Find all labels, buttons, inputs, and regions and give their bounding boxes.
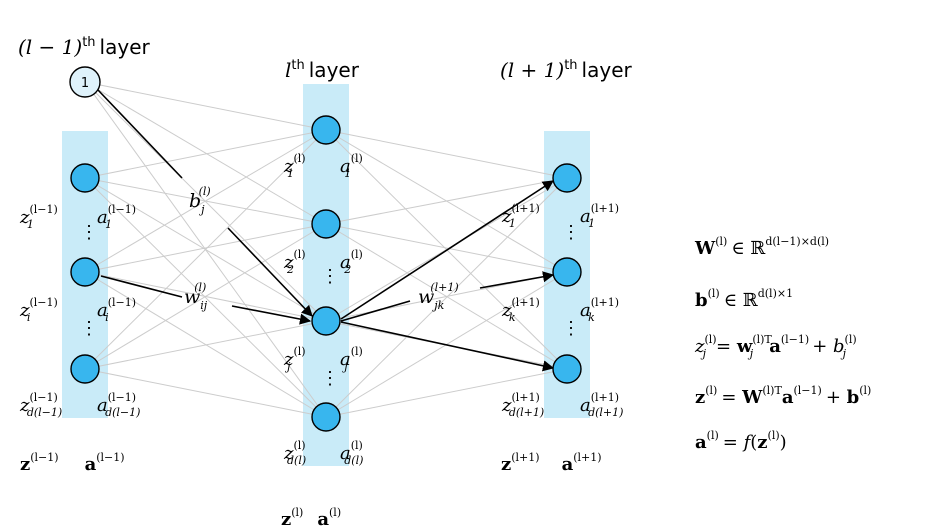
right-neuron-d [552, 354, 582, 384]
faint-edge-l1-m1 [84, 223, 327, 273]
middle-neuron-2 [311, 209, 341, 239]
highlighted-connections [97, 89, 555, 372]
faint-edge-l2-m2 [84, 320, 327, 370]
equation-z-vector: z(l)= W(l)Ta(l−1)+ b(l) [695, 384, 871, 408]
neurons [69, 66, 582, 432]
middle-a-label-2: a(l)j [340, 345, 363, 373]
left-neuron-i [70, 257, 100, 287]
weight-jk-edge-3 [340, 321, 555, 372]
faint-edge-l0-m0 [84, 129, 327, 179]
right-neuron-k [552, 257, 582, 287]
middle-neuron-j [311, 306, 341, 336]
middle-a-label-3: a(l)d(l) [340, 439, 363, 467]
faint-edge-m3-r2 [325, 368, 568, 418]
middle-vector-labels: z(l)a(l) [281, 506, 341, 530]
left-neuron-d [70, 354, 100, 384]
left-vector-labels: z(l−1)a(l−1) [20, 451, 125, 475]
left-vdots-upper: ⋮ [80, 222, 98, 243]
middle-neuron-d [311, 402, 341, 432]
right-vdots-lower: ⋮ [562, 318, 580, 339]
left-neuron-1 [70, 163, 100, 193]
weight-ij-edge-right [231, 305, 312, 325]
equation-activation: a(l)= f(z(l)) [695, 429, 787, 453]
weight-jk-edge-1 [340, 180, 554, 320]
right-z-label-1: z(l+1)k [501, 296, 540, 324]
middle-vdots-lower: ⋮ [321, 368, 339, 389]
faint-edge-m0-r0 [325, 129, 568, 179]
weight-ij-label: wij(l) [184, 281, 208, 312]
right-vector-labels: z(l+1)a(l+1) [501, 451, 602, 475]
faint-edge-m1-r1 [325, 223, 568, 273]
bias-edge-top [97, 89, 183, 179]
middle-z-label-3: z(l)d(l) [283, 439, 306, 467]
faint-edge-m1-r0 [325, 177, 568, 225]
right-a-label-1: a(l+1)k [580, 296, 619, 324]
left-a-label-1: a(l−1)i [97, 296, 136, 324]
right-z-label-0: z(l+1)1 [501, 202, 540, 230]
right-z-label-2: z(l+1)d(l+1) [501, 391, 544, 419]
middle-vdots-upper: ⋮ [321, 266, 339, 287]
weight-ij-edge-left [100, 275, 183, 298]
right-a-label-0: a(l+1)1 [580, 202, 619, 230]
faint-connections [84, 81, 568, 418]
middle-z-label-0: z(l)1 [283, 152, 306, 180]
faint-edge-bias-0 [84, 81, 327, 131]
right-vdots-upper: ⋮ [562, 222, 580, 243]
bias-node-label: 1 [81, 76, 89, 91]
faint-edge-bias-1 [84, 81, 327, 225]
equations: W(l)∈ ℝd(l−1)×d(l) b(l)∈ ℝd(l)×1 z(l)j= … [694, 235, 871, 453]
middle-a-label-1: a(l)2 [340, 248, 363, 276]
bias-weight-label: bj(l) [189, 185, 211, 216]
middle-neuron-1 [311, 115, 341, 145]
left-z-label-0: z(l−1)1 [19, 203, 58, 231]
middle-z-label-2: z(l)j [283, 345, 306, 373]
middle-a-label-0: a(l)1 [340, 152, 363, 180]
faint-edge-m3-r0 [325, 177, 568, 418]
middle-z-label-1: z(l)2 [283, 248, 306, 276]
left-vdots-lower: ⋮ [80, 318, 98, 339]
bias-edge-bottom [227, 227, 313, 317]
left-a-label-2: a(l−1)d(l−1) [97, 391, 140, 419]
right-neuron-1 [552, 163, 582, 193]
faint-edge-l2-m1 [84, 223, 327, 370]
bias-node [69, 66, 101, 98]
faint-edge-l0-m3 [84, 177, 327, 418]
left-z-label-2: z(l−1)d(l−1) [19, 391, 62, 419]
equation-bias-vector: b(l)∈ ℝd(l)×1 [695, 287, 793, 311]
faint-edge-l1-m0 [84, 129, 327, 273]
equation-weight-matrix: W(l)∈ ℝd(l−1)×d(l) [694, 235, 829, 259]
weight-jk-label: wjk(l+1) [418, 281, 459, 312]
faint-edge-l2-m0 [84, 129, 327, 370]
right-a-label-2: a(l+1)d(l+1) [580, 391, 623, 419]
left-z-label-1: z(l−1)i [19, 296, 58, 324]
weight-jk-edge-2-right [479, 271, 555, 289]
neuron-labels: z(l−1)1 a(l−1)1 z(l−1)i a(l−1)i z(l−1)d(l−1)… [19, 152, 623, 467]
vertical-ellipses: ⋮ ⋮ ⋮ ⋮ ⋮ ⋮ [80, 222, 580, 389]
faint-edge-l2-m3 [84, 368, 327, 418]
weight-jk-edge-2-left [340, 300, 411, 322]
left-a-label-0: a(l−1)1 [97, 203, 136, 231]
